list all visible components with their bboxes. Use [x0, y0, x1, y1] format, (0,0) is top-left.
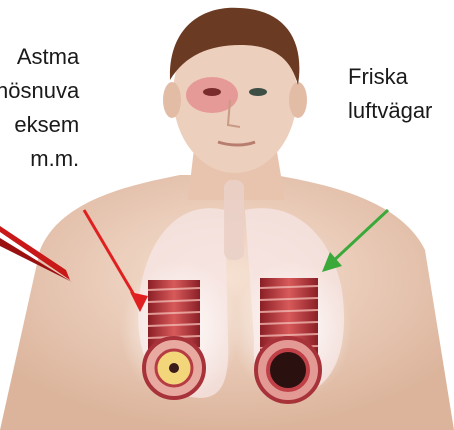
label-mm: m.m. [0, 142, 79, 176]
right-ear [289, 82, 307, 118]
label-luftvagar: luftvägar [348, 94, 432, 128]
condition-labels: Astma hösnuva eksem m.m. [0, 40, 79, 176]
label-eksem: eksem [0, 108, 79, 142]
label-friska: Friska [348, 60, 432, 94]
healthy-airway [256, 278, 320, 402]
left-ear [163, 82, 181, 118]
inflamed-airway [144, 280, 204, 398]
label-astma: Astma [0, 40, 79, 74]
healthy-labels: Friska luftvägar [348, 60, 432, 128]
label-hosnuva: hösnuva [0, 74, 79, 108]
trachea [224, 180, 244, 260]
